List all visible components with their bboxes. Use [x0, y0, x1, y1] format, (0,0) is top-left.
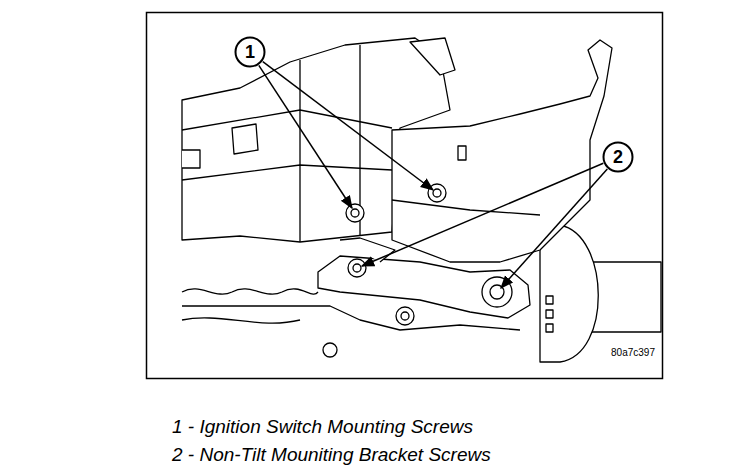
caption-line: 1 - Ignition Switch Mounting Screws [172, 416, 473, 438]
callout-number: 2 [613, 148, 623, 166]
callout-circle: 1 [234, 36, 266, 68]
caption-line: 2 - Non-Tilt Mouniting Bracket Screws [172, 444, 491, 466]
callout-circle: 2 [602, 141, 634, 173]
figure-number: 80a7c397 [611, 347, 655, 358]
callout-number: 1 [245, 43, 255, 61]
